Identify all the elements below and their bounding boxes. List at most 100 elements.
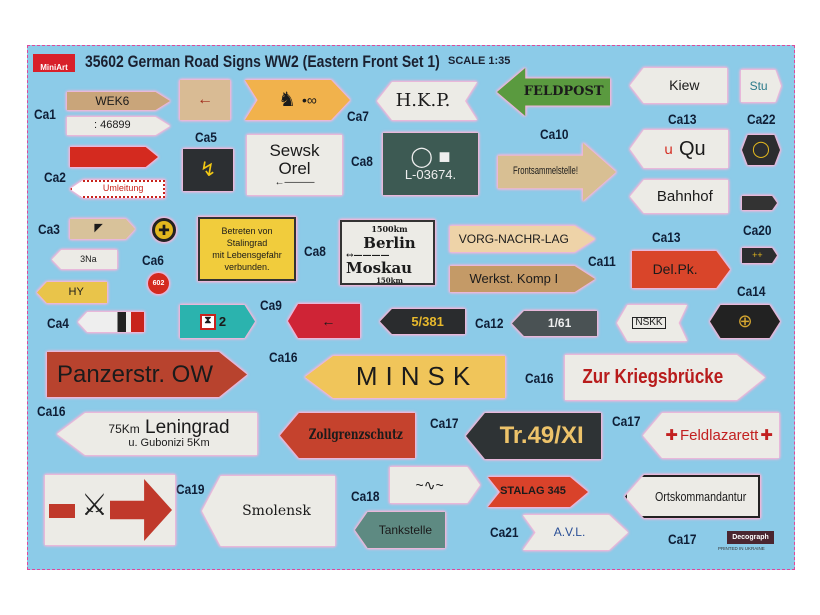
sign-delpk: Del.Pk. <box>632 251 730 288</box>
sign-5-381: 5/381 <box>380 309 465 334</box>
sign-text: H.K.P. <box>395 89 451 111</box>
sign-text: mit Lebensgefahr <box>212 250 282 260</box>
sign-text: Stu <box>749 78 768 93</box>
label-ca6: Ca6 <box>142 252 164 268</box>
label-ca12: Ca12 <box>475 315 504 331</box>
sign-ca14: ⊕ <box>710 305 780 338</box>
sign-text: 1500km <box>371 224 408 235</box>
label-ca22: Ca22 <box>747 111 776 127</box>
sign-text: 150km <box>376 276 403 285</box>
sign-kiew: Kiew <box>630 68 727 103</box>
sign-hy: HY <box>37 282 107 303</box>
sign-text: Smolensk <box>242 502 311 519</box>
sign-text: A.V.L. <box>553 525 586 540</box>
label-ca16c: Ca16 <box>37 403 66 419</box>
sign-text: 3Na <box>80 253 97 264</box>
sign-electric: ↯ <box>183 149 233 191</box>
label-ca2: Ca2 <box>44 169 66 185</box>
sign-text: 1/61 <box>547 316 572 331</box>
sign-1-61: 1/61 <box>512 311 597 336</box>
sign-zollgrenzschutz: Zollgrenzschutz <box>280 413 415 458</box>
sign-tankstelle: Tankstelle <box>355 512 445 548</box>
label-ca4: Ca4 <box>47 315 69 331</box>
sign-horse-cart: ♞•∞ <box>245 80 350 120</box>
sign-text: Sewsk <box>269 140 320 160</box>
sign-ca22: ◯ <box>742 135 780 165</box>
sign-text: STALAG 345 <box>500 485 566 498</box>
sign-feldlazarett: ✚Feldlazarett✚ <box>643 413 779 458</box>
sign-teal-2: ⧗2 <box>180 305 255 338</box>
sign-text: L-03674. <box>404 166 457 182</box>
sign-text: verbunden. <box>224 262 270 273</box>
sign-text: Ortskommandantur <box>654 488 747 504</box>
sign-602: 602 <box>148 273 169 294</box>
label-ca17b: Ca17 <box>612 413 641 429</box>
label-ca18: Ca18 <box>351 488 380 504</box>
label-ca11: Ca11 <box>588 253 616 269</box>
sign-3na: 3Na <box>52 250 117 269</box>
sign-feldpost: FELDPOST <box>497 68 610 116</box>
label-ca7: Ca7 <box>347 108 369 124</box>
sign-text: Del.Pk. <box>652 261 698 278</box>
sign-ca3-vehicle: ◤ <box>70 219 135 239</box>
label-ca16b: Ca16 <box>525 370 554 386</box>
label-ca10: Ca10 <box>540 126 569 142</box>
sign-frontsammelstelle: Frontsammelstelle! <box>498 143 616 201</box>
sign-text: FELDPOST <box>523 84 604 100</box>
label-ca3: Ca3 <box>38 221 60 237</box>
sign-text: Tr.49/XI <box>499 422 584 450</box>
label-ca9: Ca9 <box>260 297 282 313</box>
sign-text: Feldlazarett <box>679 426 759 444</box>
sign-text: VORG-NACHR-LAG <box>458 231 569 246</box>
sign-ca4-flag <box>78 312 144 332</box>
sign-wek6: WEK6 <box>67 92 170 110</box>
sign-text: Frontsammelstelle! <box>512 165 578 178</box>
sign-text: Umleitung <box>102 183 144 194</box>
sign-text: MINSK <box>355 361 479 392</box>
sign-text: Werkst. Komp I <box>469 271 559 287</box>
label-ca20: Ca20 <box>743 222 772 238</box>
label-ca17: Ca17 <box>430 415 459 431</box>
sign-46899: : 46899 <box>67 117 170 135</box>
sign-smolensk: Smolensk <box>202 476 335 546</box>
sign-small-dark <box>742 196 777 210</box>
sign-werkst-komp: Werkst. Komp I <box>450 266 595 292</box>
sign-vorg-nachr-lag: VORG-NACHR-LAG <box>450 226 595 252</box>
sign-text: 5/381 <box>411 313 444 329</box>
sign-qu: ս Qu <box>630 130 728 168</box>
sign-text: Zur Kriegsbrücke <box>582 366 724 388</box>
sign-text: Zollgrenzschutz <box>308 427 403 444</box>
sign-text: Berlin <box>363 234 416 253</box>
sign-text: Bahnhof <box>656 187 713 205</box>
sign-text: Kiew <box>669 77 700 94</box>
sign-text: Moskau <box>346 259 413 278</box>
label-ca14: Ca14 <box>737 283 766 299</box>
label-ca16: Ca16 <box>269 349 298 365</box>
label-ca1: Ca1 <box>34 106 56 122</box>
sign-tr49: Tr.49/XI <box>466 413 601 459</box>
label-ca19: Ca19 <box>176 481 205 497</box>
sign-minsk: MINSK <box>305 356 505 398</box>
sign-kriegsbruecke: Zur Kriegsbrücke <box>565 355 765 400</box>
printed-in-ukraine: PRINTED IN UKRAINE <box>718 546 765 551</box>
sign-text: Qu <box>678 137 706 160</box>
sign-text: Panzerstr. OW <box>56 360 214 388</box>
sign-text: Stalingrad <box>226 237 268 248</box>
sign-panzerstr: Panzerstr. OW <box>47 352 247 397</box>
label-ca5: Ca5 <box>195 129 217 145</box>
sign-text: 602 <box>152 279 165 287</box>
sign-ortskommandantur: Ortskommandantur <box>625 475 760 518</box>
miniart-logo: MiniArt <box>33 54 75 72</box>
sign-stalag: STALAG 345 <box>488 477 588 507</box>
sign-text: : 46899 <box>93 119 131 132</box>
sign-handwritten: ← <box>180 80 230 120</box>
sign-umleitung: Umleitung <box>70 180 165 198</box>
sign-l03674: ◯ ■L-03674. <box>383 133 478 195</box>
label-ca21: Ca21 <box>490 524 519 540</box>
rune-icon: ս <box>664 140 673 157</box>
label-ca17c: Ca17 <box>668 531 697 547</box>
